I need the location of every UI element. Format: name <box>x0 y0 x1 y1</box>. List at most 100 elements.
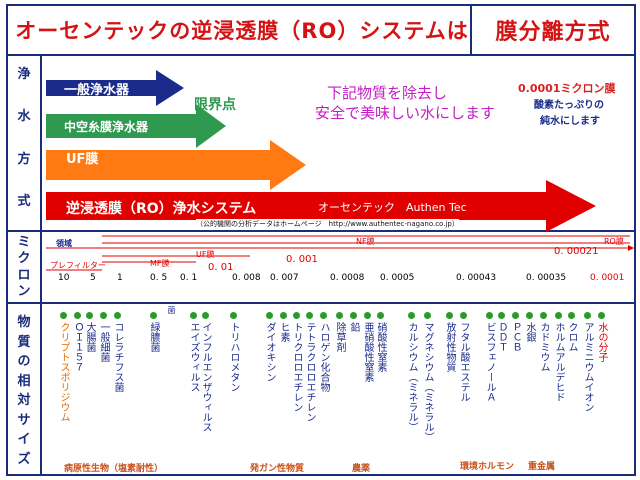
substance-dot <box>202 312 209 319</box>
public-note: （公的機関の分析データはホームページ http://www.authentec-… <box>196 219 459 229</box>
uf-label: UF膜 <box>66 152 99 167</box>
method-label-char: 水 <box>17 109 31 125</box>
substance-label: カドミウム <box>538 322 549 372</box>
method-label-char: 浄 <box>17 67 31 82</box>
side-note-line-2: 酸素たっぷりの <box>534 100 604 111</box>
substance-label: 亜硝酸性窒素 <box>362 322 373 382</box>
substance-dot <box>306 312 313 319</box>
substance-dot <box>526 312 533 319</box>
substance-label: 除草剤 <box>334 322 345 352</box>
size-label-char: 相 <box>17 373 31 389</box>
substance-label: コレラチフス菌 <box>112 322 123 392</box>
scale-tick: 1 <box>117 273 123 283</box>
category-pesticide: 農薬 <box>352 464 371 474</box>
substance-label: 緑膿菌 <box>148 322 159 352</box>
substance-label: 一般細菌 <box>98 322 109 362</box>
micron-label-char: ミ <box>17 235 31 250</box>
scale-tick: 0. 00043 <box>456 273 497 283</box>
substance-dot <box>512 312 519 319</box>
substance-label: テトラクロロエチレン <box>304 322 315 422</box>
category-carcinogen: 発ガン性物質 <box>250 464 305 474</box>
substance-label: エイズウィルス <box>188 322 199 392</box>
substance-label: カルシウム（ミネラル） <box>406 322 417 432</box>
substance-label: 放射性物質 <box>444 322 455 372</box>
method-label-char: 式 <box>17 193 31 209</box>
substance-dot <box>320 312 327 319</box>
substance-label: ＤＤＴ <box>496 322 507 352</box>
substance-label: 水銀 <box>524 322 535 342</box>
substance-label: トリクロロエチレン <box>291 322 302 412</box>
micron-row-label: ミ ク ロ ン <box>12 236 36 298</box>
substance-dot <box>190 312 197 319</box>
micron-label-char: ロ <box>17 267 31 283</box>
substance-dot <box>280 312 287 319</box>
substance-dot <box>60 312 67 319</box>
mf-label: MF膜 <box>150 259 170 268</box>
substance-dot <box>230 312 237 319</box>
substance-label: ＯＩ１５７ <box>72 322 83 372</box>
scale-tick: 0. 00035 <box>526 273 567 283</box>
prefilter-label: プレフィルター <box>50 261 106 270</box>
ryoiki-label: 領域 <box>56 239 72 248</box>
scale-tick: 0. 0008 <box>330 273 365 283</box>
size-label-char: ズ <box>17 451 31 467</box>
substance-dot <box>568 312 575 319</box>
ippan-label: 一般浄水器 <box>64 83 130 98</box>
size-label-char: の <box>17 354 31 370</box>
size-label-char: サ <box>17 412 31 428</box>
scale-tick: 0. 007 <box>270 273 299 283</box>
substance-dot <box>364 312 371 319</box>
size-label-char: 質 <box>17 334 31 350</box>
page-title: オーセンテックの逆浸透膜（RO）システムは <box>15 19 469 43</box>
uf-value: 0. 01 <box>208 262 234 273</box>
category-pathogen: 病原性生物（塩素耐性） <box>64 464 164 474</box>
method-row-label: 浄 水 方 式 <box>12 68 36 208</box>
substance-label: 硝酸性窒素 <box>375 322 386 372</box>
category-hormone: 環境ホルモン <box>460 462 515 472</box>
scale-tick: 0. 5 <box>150 273 168 283</box>
message-line-1: 下記物質を除去し <box>326 84 447 102</box>
ro-value: 0. 00021 <box>554 246 599 257</box>
size-label-char: 物 <box>17 315 31 330</box>
substance-label: クロム <box>566 322 577 352</box>
substance-dot <box>293 312 300 319</box>
substance-dot <box>408 312 415 319</box>
label-column-divider <box>40 54 42 476</box>
substance-label: 水の分子 <box>596 322 607 362</box>
substance-dot <box>86 312 93 319</box>
scale-tick: 0. 0001 <box>590 273 625 283</box>
substance-dot <box>540 312 547 319</box>
substance-label: ホルムアルデヒド <box>553 322 564 402</box>
substance-dot <box>377 312 384 319</box>
substance-dot <box>555 312 562 319</box>
side-note-line-1: 0.0001ミクロン膜 <box>518 82 616 95</box>
substance-dot <box>498 312 505 319</box>
substance-label: クリプトスポリジウム <box>58 322 69 422</box>
substance-dot <box>74 312 81 319</box>
substance-label: トリハロメタン <box>228 322 239 392</box>
substance-dot <box>266 312 273 319</box>
substance-label: アルミニウムイオン <box>582 322 593 412</box>
substance-dot <box>460 312 467 319</box>
message-line-2: 安全で美味しい水にします <box>314 104 495 122</box>
category-heavy-metal: 重金属 <box>528 462 556 472</box>
size-row-label: 物 質 の 相 対 サ イ ズ <box>12 316 36 466</box>
substance-dot <box>584 312 591 319</box>
scale-tick: 10 <box>58 273 70 283</box>
micron-row-frame <box>6 230 636 304</box>
substance-dot <box>114 312 121 319</box>
size-label-char: イ <box>17 432 31 448</box>
ryoiki-arrowhead <box>628 245 634 251</box>
micron-label-char: ン <box>17 283 31 299</box>
scale-tick: 0. 0005 <box>380 273 415 283</box>
substance-label: 大腸菌 <box>84 322 95 352</box>
substance-dot <box>424 312 431 319</box>
micron-label-char: ク <box>17 251 31 267</box>
substance-dot <box>350 312 357 319</box>
ro-brand-label: オーセンテック Authen Tec <box>318 201 467 214</box>
substance-dot <box>486 312 493 319</box>
method-label-char: 方 <box>17 151 31 167</box>
substance-label: フタル酸エステル <box>458 322 469 402</box>
substance-label: ビスフェノールＡ <box>484 322 495 402</box>
